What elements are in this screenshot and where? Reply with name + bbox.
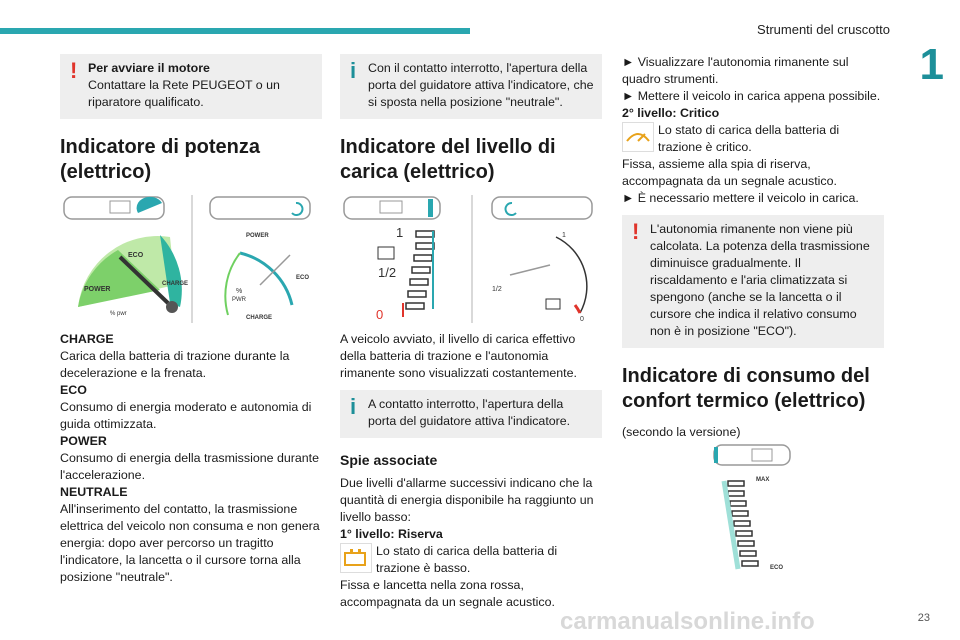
heading-charge-level: Indicatore del livello di carica (elettr… [340, 136, 556, 183]
term-eco: ECO [60, 383, 87, 397]
level2-title: 2° livello: Critico [622, 106, 720, 120]
desc-power: Consumo di energia della trasmissione du… [60, 451, 319, 482]
thermal-label-eco: ECO [770, 565, 783, 571]
info-text: Con il contatto interrotto, l'apertura d… [368, 61, 594, 109]
gauge2-label-pwr: PWR [232, 297, 247, 303]
gauge-label-pct: % pwr [110, 311, 127, 317]
section-title: Strumenti del cruscotto [757, 22, 890, 37]
gauge2-label-eco: ECO [296, 275, 309, 281]
battery-critical-icon [622, 122, 654, 152]
column-3: ► Visualizzare l'autonomia rimanente sul… [622, 54, 884, 582]
charge-body-text: A veicolo avviato, il livello di carica … [340, 332, 577, 380]
charge-label-full: 1 [396, 225, 403, 240]
arrow-bullet-icon: ► [622, 89, 638, 103]
desc-eco: Consumo di energia moderato e autonomia … [60, 400, 312, 431]
warning2-text: L'autonomia rimanente non viene più calc… [650, 222, 870, 338]
gauge2-label-power: POWER [246, 233, 269, 239]
heading-thermal-comfort: Indicatore di consumo del confort termic… [622, 365, 870, 412]
thermal-gauge-illustration: MAX ECO [622, 441, 884, 576]
term-charge: CHARGE [60, 332, 114, 346]
heading-associated-lights: Spie associate [340, 452, 438, 468]
exclamation-icon: ! [632, 219, 640, 244]
desc-charge: Carica della batteria di trazione durant… [60, 349, 290, 380]
gauge2-label-pct: % [236, 288, 242, 295]
charge-label-half: 1/2 [378, 265, 396, 280]
thermal-label-max: MAX [756, 477, 769, 483]
gauge-label-eco: ECO [128, 252, 144, 259]
bullet-2: Mettere il veicolo in carica appena poss… [637, 89, 881, 103]
info-icon: i [350, 394, 357, 419]
gauge-label-power: POWER [84, 286, 110, 293]
page-number: 23 [917, 612, 930, 624]
warning-text: Contattare la Rete PEUGEOT o un riparato… [88, 78, 280, 109]
warning-box-2: ! L'autonomia rimanente non viene più ca… [622, 215, 884, 348]
column-1: ! Per avviare il motore Contattare la Re… [60, 54, 322, 586]
power-items: CHARGE Carica della batteria di trazione … [60, 331, 322, 586]
exclamation-icon: ! [70, 58, 78, 83]
battery-warning-icon [340, 543, 372, 573]
header-accent-bar [0, 28, 470, 34]
column-2: i Con il contatto interrotto, l'apertura… [340, 54, 602, 611]
charge2-label-half: 1/2 [492, 286, 502, 293]
bullet-1: Visualizzare l'autonomia rimanente sul q… [622, 55, 849, 86]
level1-title: 1° livello: Riserva [340, 527, 443, 541]
level2-text: Lo stato di carica della batteria di tra… [658, 123, 840, 154]
power-gauge-illustration: POWER ECO CHARGE % pwr POWER ECO CHARGE … [60, 195, 322, 325]
info-box-2: i A contatto interrotto, l'apertura dell… [340, 390, 602, 438]
warning-box: ! Per avviare il motore Contattare la Re… [60, 54, 322, 119]
version-note: (secondo la versione) [622, 425, 741, 439]
charge-body: A veicolo avviato, il livello di carica … [340, 331, 602, 382]
gauge2-label-charge: CHARGE [246, 315, 272, 321]
watermark: carmanualsonline.info [560, 608, 815, 635]
level2-more: Fissa, assieme alla spia di riserva, acc… [622, 157, 837, 188]
info-box: i Con il contatto interrotto, l'apertura… [340, 54, 602, 119]
desc-neutral: All'inserimento del contatto, la trasmis… [60, 502, 320, 584]
charge-label-empty: 0 [376, 307, 383, 322]
term-power: POWER [60, 434, 107, 448]
arrow-bullet-icon: ► [622, 55, 638, 69]
charge-gauge-illustration: 1 1/2 0 1 1/2 0 [340, 195, 602, 325]
charge2-label-full: 1 [562, 232, 566, 239]
heading-power-indicator: Indicatore di potenza (elettrico) [60, 136, 261, 183]
info2-text: A contatto interrotto, l'apertura della … [368, 397, 571, 428]
bullet-3: È necessario mettere il veicolo in caric… [637, 191, 859, 205]
term-neutral: NEUTRALE [60, 485, 128, 499]
level1-more: Fissa e lancetta nella zona rossa, accom… [340, 578, 555, 609]
alert-intro: Due livelli d'allarme successivi indican… [340, 476, 594, 524]
arrow-bullet-icon: ► [622, 191, 638, 205]
info-icon: i [350, 58, 357, 83]
chapter-number: 1 [919, 40, 944, 89]
warning-title: Per avviare il motore [88, 61, 210, 75]
charge2-label-empty: 0 [580, 316, 584, 323]
gauge-label-charge: CHARGE [162, 281, 188, 287]
level1-text: Lo stato di carica della batteria di tra… [376, 544, 558, 575]
